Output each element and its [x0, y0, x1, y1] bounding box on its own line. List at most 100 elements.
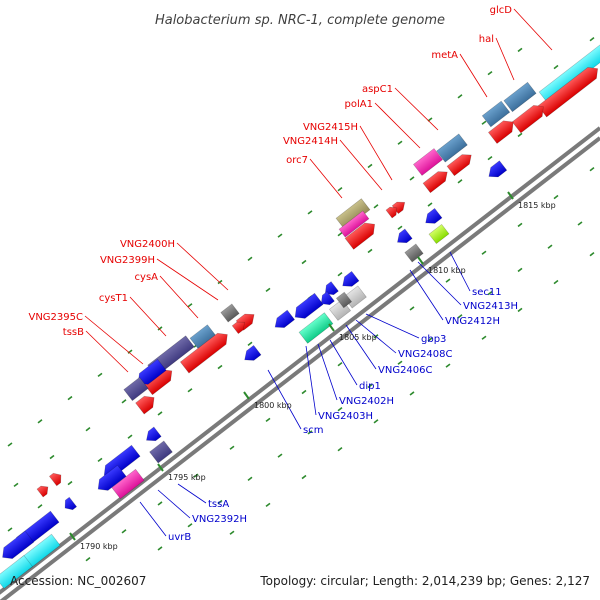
gene-feature [146, 426, 162, 442]
gene-feature-aspc1 [436, 133, 468, 163]
tick-label: 1810 kbp [428, 266, 466, 275]
gene-label-dip1: dip1 [359, 381, 381, 392]
leader-line-sec11 [449, 251, 471, 292]
gene-label-tssa: tssA [208, 499, 229, 510]
tick-labels: 1790 kbp 1795 kbp 1800 kbp 1805 kbp 1810 kbp… [69, 191, 556, 551]
gene-label-vng2402h: VNG2402H [339, 396, 394, 407]
map-title: Halobacterium sp. NRC-1, complete genome [155, 13, 445, 28]
leader-line-vng2399h [156, 258, 219, 301]
tick-label: 1815 kbp [518, 201, 556, 210]
gene-label-vng2406c: VNG2406C [378, 365, 433, 376]
gene-feature [488, 120, 514, 144]
gene-label-cyst1: cysT1 [99, 293, 128, 304]
tick-label: 1800 kbp [254, 401, 292, 410]
gene-feature-vng2408c [274, 309, 296, 328]
gene-feature-vng2395c [135, 395, 155, 415]
leader-line-vng2406c [345, 324, 377, 370]
leader-line-meta [459, 53, 488, 98]
gene-feature-vng2412h [404, 243, 424, 263]
gene-label-vng2395c: VNG2395C [28, 312, 83, 323]
leader-line-vng2413h [417, 261, 462, 306]
leader-line-orc7 [309, 158, 343, 199]
gene-label-scm: scm [303, 425, 323, 436]
gene-feature [320, 291, 335, 306]
leader-line-uvrb [139, 501, 167, 537]
gene-feature [335, 291, 353, 309]
gene-labels: glcDhalmetAaspC1polA1VNG2415HVNG2414Horc… [28, 5, 518, 543]
gene-features [0, 40, 600, 589]
gene-feature-meta [481, 100, 511, 128]
gene-label-vng2415h: VNG2415H [303, 122, 358, 133]
gene-feature-sec11 [428, 223, 450, 245]
leader-line-gbp3 [365, 313, 420, 339]
topology-summary: Topology: circular; Length: 2,014,239 bp… [259, 574, 590, 588]
leader-line-cyst1 [129, 296, 167, 337]
gene-label-vng2408c: VNG2408C [398, 349, 453, 360]
gene-feature-hal [503, 81, 537, 113]
gene-label-glcd: glcD [490, 5, 513, 16]
leader-line-hal [495, 37, 515, 81]
gene-label-vng2403h: VNG2403H [318, 411, 373, 422]
gene-feature [425, 207, 443, 224]
gene-feature-pola1 [413, 148, 443, 176]
tick-label: 1805 kbp [339, 333, 377, 342]
backbone [0, 126, 600, 600]
leader-line-vng2392h [157, 489, 191, 519]
gene-label-uvrb: uvrB [168, 532, 191, 543]
leader-line-vng2408c [355, 319, 397, 354]
leader-line-vng2403h [305, 345, 317, 416]
gene-label-vng2400h: VNG2400H [120, 239, 175, 250]
gene-feature-vng2414h [385, 206, 398, 219]
leader-line-tssa [177, 483, 207, 504]
gene-feature [48, 472, 62, 487]
leader-line-cysa [159, 275, 199, 319]
gene-label-aspc1: aspC1 [362, 84, 393, 95]
gene-feature-vng2402h [298, 312, 334, 344]
leader-line-dip1 [329, 339, 358, 386]
gene-feature-tssb [123, 376, 149, 402]
gene-feature-vng2413h [397, 228, 413, 244]
gene-feature [64, 496, 78, 511]
gene-feature-tssa [149, 440, 173, 464]
gene-feature [511, 105, 544, 134]
gene-feature-vng2400h [220, 303, 240, 323]
gene-feature [342, 270, 360, 287]
accession-text: Accession: NC_002607 [10, 574, 146, 588]
tick-label: 1790 kbp [80, 542, 118, 551]
gene-label-pola1: polA1 [345, 99, 373, 110]
gene-label-meta: metA [431, 50, 458, 61]
leader-line-vng2400h [176, 242, 229, 291]
leader-line-scm [267, 369, 302, 430]
gene-feature [2, 530, 35, 559]
tick-dots [7, 37, 595, 562]
gene-label-vng2412h: VNG2412H [445, 316, 500, 327]
gene-feature [422, 171, 448, 194]
gene-feature-orc7 [335, 198, 371, 230]
gene-label-vng2399h: VNG2399H [100, 255, 155, 266]
gene-label-hal: hal [479, 34, 494, 45]
gene-feature [344, 222, 375, 250]
gene-feature-scm [244, 344, 262, 361]
gene-feature [446, 154, 472, 177]
gene-feature [231, 321, 246, 335]
gene-feature [0, 555, 33, 589]
label-leader-lines [84, 8, 553, 537]
leader-line-aspc1 [394, 87, 439, 131]
leader-line-vng2415h [359, 125, 393, 181]
leader-line-vng2395c [84, 315, 144, 365]
gene-label-vng2392h: VNG2392H [192, 514, 247, 525]
gene-feature [488, 160, 508, 178]
leader-line-tssb [85, 330, 129, 373]
leader-line-glcd [513, 8, 553, 51]
gene-label-sec11: sec11 [472, 287, 502, 298]
gene-feature [338, 210, 370, 238]
gene-label-cysa: cysA [135, 272, 159, 283]
gene-feature [537, 67, 599, 118]
gene-label-vng2413h: VNG2413H [463, 301, 518, 312]
gene-feature [97, 464, 127, 491]
leader-line-vng2412h [409, 269, 444, 321]
gene-label-gbp3: gbp3 [421, 334, 446, 345]
tick-label: 1795 kbp [168, 473, 206, 482]
gene-label-vng2414h: VNG2414H [283, 136, 338, 147]
